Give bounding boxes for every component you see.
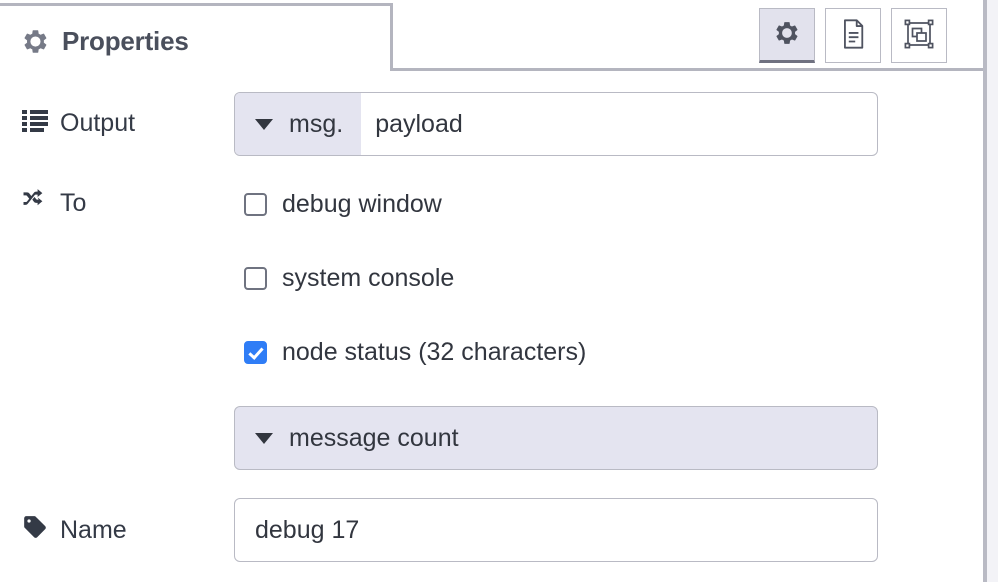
name-input-wrapper [234, 498, 878, 562]
to-row: To [0, 186, 983, 222]
tag-icon [22, 514, 48, 547]
appearance-icon [904, 19, 934, 52]
chevron-down-icon [255, 432, 273, 444]
chevron-down-icon [255, 118, 273, 130]
panel-resize-handle[interactable] [983, 0, 987, 582]
checkbox-label: debug window [282, 190, 442, 218]
checkbox-box[interactable] [244, 341, 267, 364]
output-typed-input: msg. [234, 92, 878, 156]
output-row: Output msg. [0, 92, 983, 156]
name-label-text: Name [60, 516, 127, 544]
status-type-value: message count [289, 423, 459, 452]
description-button[interactable] [825, 8, 881, 63]
panel-toolbar [759, 8, 947, 63]
checkbox-label: node status (32 characters) [282, 338, 587, 366]
name-label: Name [22, 514, 127, 547]
tab-title: Properties [62, 26, 189, 56]
checkbox-system-console[interactable]: system console [244, 264, 454, 293]
to-label: To [22, 188, 86, 219]
output-type-dropdown[interactable]: msg. [235, 93, 362, 155]
status-type-select[interactable]: message count [234, 406, 878, 470]
appearance-button[interactable] [891, 8, 947, 63]
gear-icon [22, 28, 49, 55]
tab-strip-baseline [392, 68, 983, 71]
checkbox-box[interactable] [244, 193, 267, 216]
checkbox-node-status[interactable]: node status (32 characters) [244, 338, 586, 367]
output-type-label: msg. [289, 109, 344, 138]
document-icon [840, 19, 867, 52]
output-label-text: Output [60, 109, 136, 137]
list-icon [22, 108, 48, 139]
tab-properties[interactable]: Properties [0, 3, 393, 71]
flow-canvas-background [987, 0, 998, 582]
checkbox-debug-window[interactable]: debug window [244, 190, 442, 219]
name-row: Name [0, 498, 983, 562]
checkbox-label: system console [282, 264, 455, 292]
tab-strip: Properties [0, 0, 983, 72]
gear-icon [774, 20, 800, 49]
shuffle-icon [22, 188, 48, 219]
to-label-text: To [60, 189, 87, 217]
name-input[interactable] [253, 514, 859, 546]
properties-button[interactable] [759, 8, 815, 63]
output-label: Output [22, 108, 135, 139]
output-value-input[interactable] [361, 93, 877, 155]
checkbox-box[interactable] [244, 267, 267, 290]
